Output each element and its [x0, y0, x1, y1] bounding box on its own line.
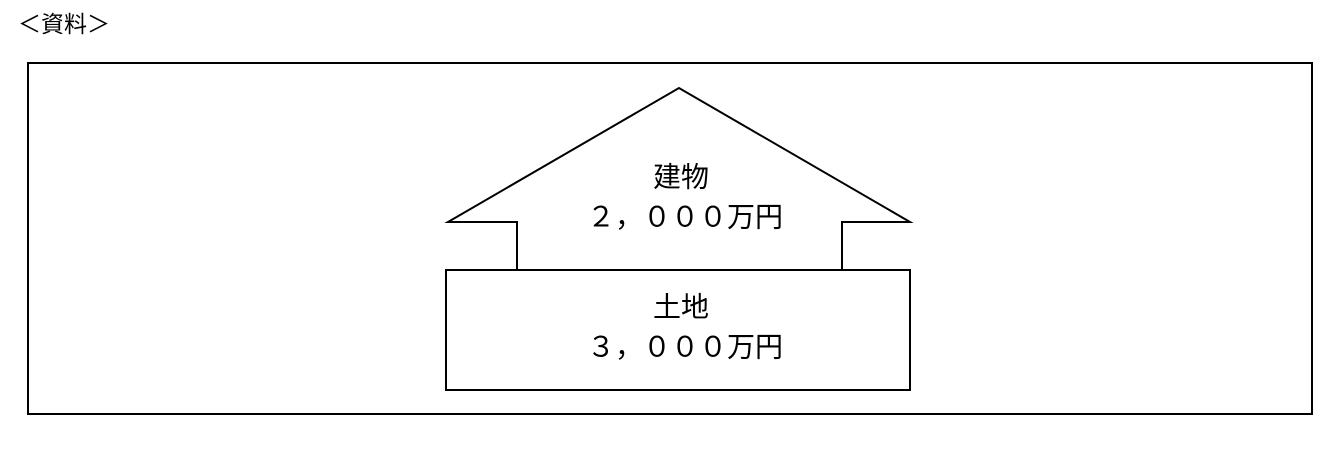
roof-shape	[444, 86, 914, 270]
land-label: 土地	[653, 291, 709, 324]
reference-label: ＜資料＞	[18, 12, 110, 38]
diagram-frame	[27, 62, 1313, 415]
building-label: 建物	[653, 161, 709, 194]
land-rect	[445, 269, 911, 391]
building-value: ２，０００万円	[587, 201, 783, 234]
land-value: ３，０００万円	[587, 331, 783, 364]
